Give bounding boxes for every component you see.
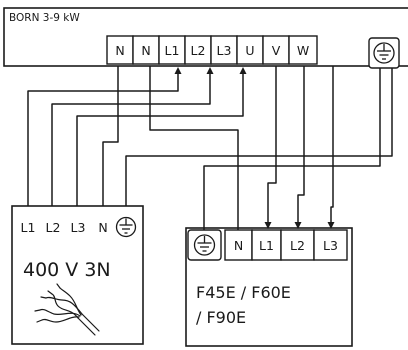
heater-terminal-strip: N N L1 L2 L3 U V W xyxy=(106,35,318,65)
wire-heater-v xyxy=(297,66,305,224)
heater-terminal-n1 xyxy=(106,35,134,65)
wire-heater-w xyxy=(330,66,334,224)
supply-terminal-label: L1 xyxy=(21,220,36,235)
arrow-icon xyxy=(264,222,272,229)
ground-icon xyxy=(193,234,216,256)
heater-terminal-label: U xyxy=(245,43,254,58)
heater-ground-terminal xyxy=(368,37,400,69)
supply-box xyxy=(11,205,144,345)
arrow-icon xyxy=(239,67,247,74)
wire-heater-u xyxy=(267,66,277,224)
heater-terminal-n2 xyxy=(132,35,160,65)
control-terminal-strip: N L1 L2 L3 xyxy=(187,229,348,261)
control-terminal-l3 xyxy=(313,229,348,261)
heater-terminal-l1 xyxy=(158,35,186,65)
wire-heater-n xyxy=(149,66,239,230)
heater-terminal-w xyxy=(288,35,318,65)
supply-terminal-label: N xyxy=(98,220,107,235)
supply-voltage-label: 400 V 3N xyxy=(23,259,111,281)
supply-terminal-label: L3 xyxy=(71,220,86,235)
heater-terminal-label: L3 xyxy=(217,43,232,58)
control-model-line-2: / F90E xyxy=(196,308,246,327)
control-terminal-label: N xyxy=(234,238,243,253)
arrow-icon xyxy=(174,67,182,74)
heater-terminal-label: N xyxy=(141,43,150,58)
heater-terminal-label: V xyxy=(272,43,281,58)
arrow-icon xyxy=(206,67,214,74)
control-terminal-l1 xyxy=(251,229,282,261)
control-model-line-1: F45E / F60E xyxy=(196,283,291,302)
wire-supply-l1 xyxy=(27,72,179,206)
heater-terminal-label: L2 xyxy=(191,43,206,58)
heater-terminal-label: L1 xyxy=(165,43,180,58)
control-terminal-n xyxy=(224,229,253,261)
heater-title: BORN 3-9 kW xyxy=(9,12,80,24)
wire-supply-n xyxy=(102,66,119,206)
heater-terminal-label: W xyxy=(297,43,309,58)
supply-terminal-label: L2 xyxy=(46,220,61,235)
wires xyxy=(27,66,393,230)
control-terminal-label: L2 xyxy=(290,238,305,253)
cable-icon xyxy=(34,283,100,336)
ground-icon xyxy=(373,42,395,64)
supply-terminal-labels: L1 L2 L3 N xyxy=(21,220,108,235)
heater-terminal-u xyxy=(236,35,264,65)
arrow-icon xyxy=(294,222,302,229)
heater-terminal-l2 xyxy=(184,35,212,65)
wire-supply-ground xyxy=(125,68,393,206)
heater-terminal-label: N xyxy=(115,43,124,58)
wire-supply-l3 xyxy=(76,72,244,206)
ground-icon xyxy=(115,216,137,238)
arrow-icon xyxy=(327,222,335,229)
control-terminal-label: L1 xyxy=(259,238,274,253)
wire-supply-l2 xyxy=(51,72,211,206)
control-terminal-label: L3 xyxy=(323,238,338,253)
wire-control-ground xyxy=(203,68,381,230)
